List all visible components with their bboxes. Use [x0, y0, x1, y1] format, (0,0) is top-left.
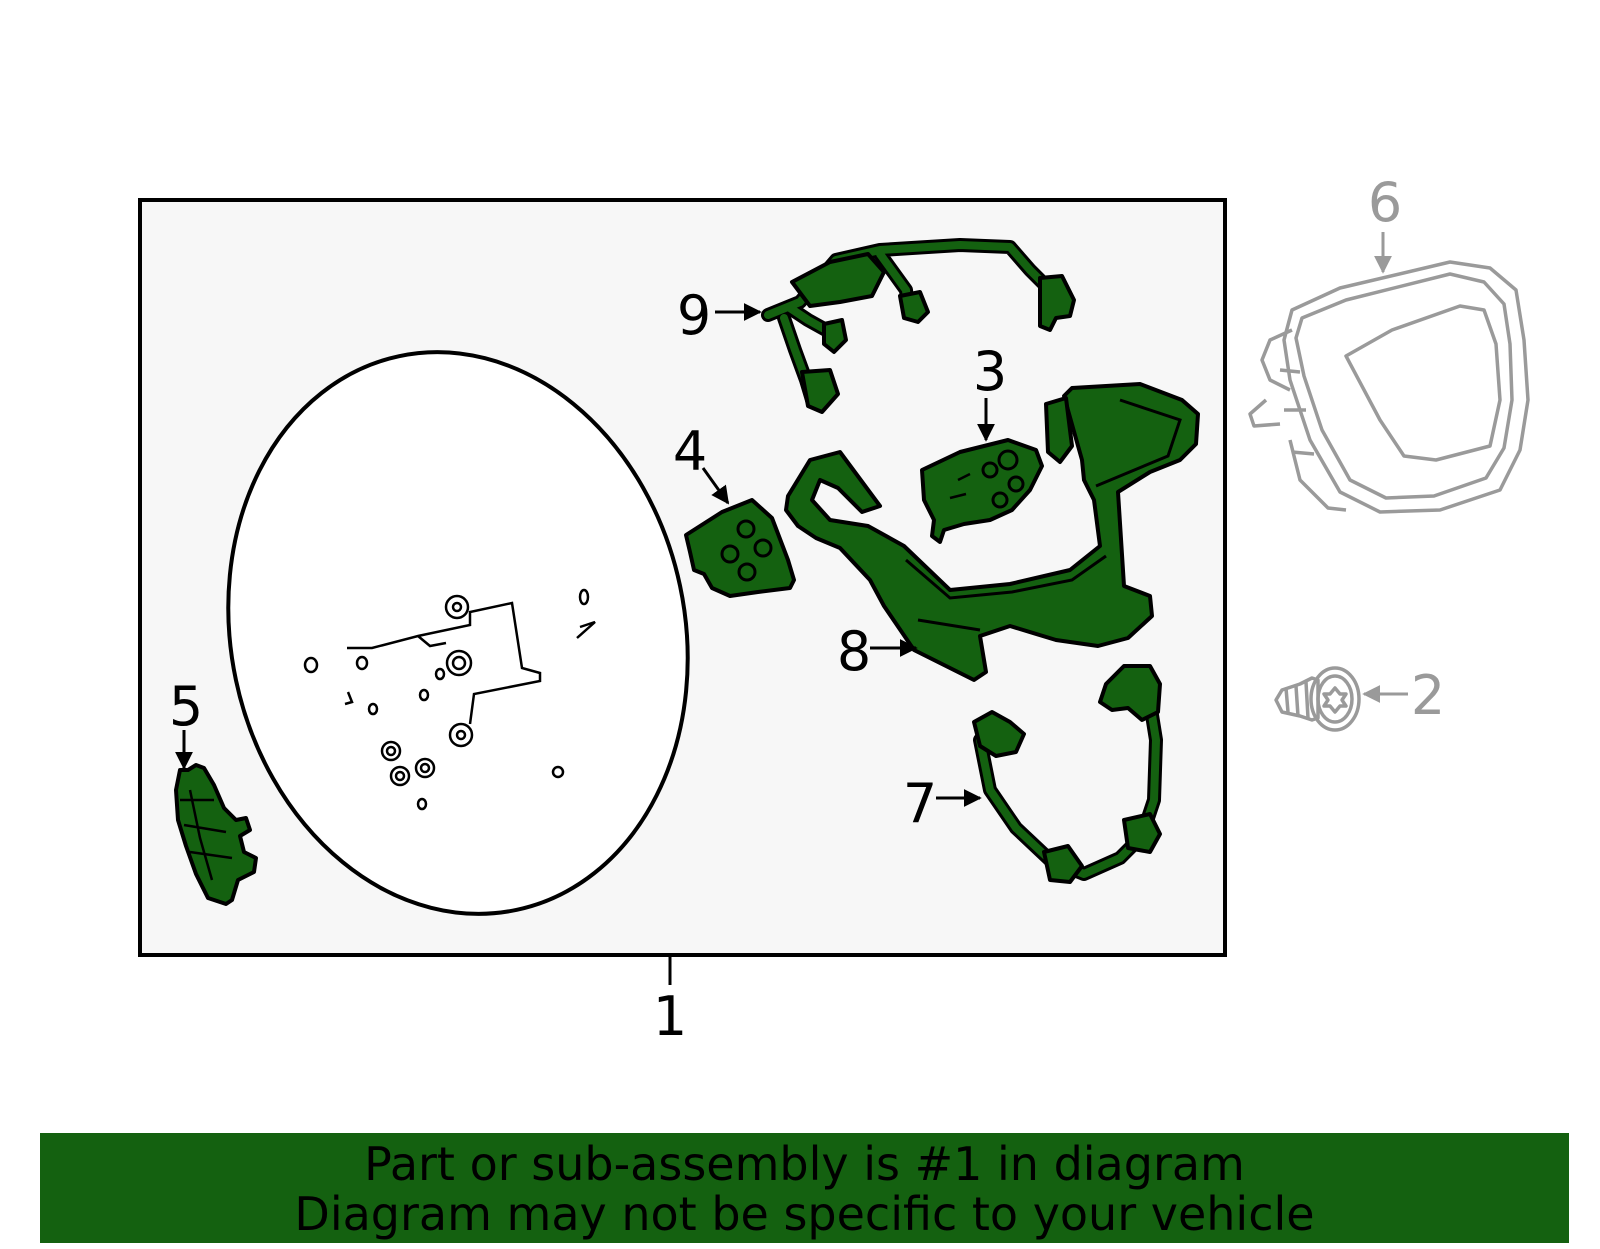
- part-9-wiring-harness[interactable]: [761, 238, 1076, 414]
- callout-7-label: 7: [903, 772, 937, 835]
- part-8-trim-bezel[interactable]: [784, 382, 1200, 682]
- info-banner: Part or sub-assembly is #1 in diagram Di…: [40, 1133, 1569, 1243]
- steering-wheel-body[interactable]: [177, 309, 739, 957]
- part-4-switch[interactable]: [684, 498, 796, 598]
- callout-5-label: 5: [169, 675, 203, 738]
- part-6-airbag-module[interactable]: [1248, 260, 1530, 514]
- callout-2-label: 2: [1411, 664, 1445, 727]
- banner-line-2: Diagram may not be specific to your vehi…: [294, 1187, 1315, 1241]
- callout-9-label: 9: [677, 284, 711, 347]
- callout-8-label: 8: [837, 620, 871, 683]
- banner-line-1: Part or sub-assembly is #1 in diagram: [364, 1137, 1245, 1191]
- callout-6-label: 6: [1368, 171, 1402, 234]
- part-2-bolt[interactable]: [1274, 666, 1361, 732]
- part-3-switch[interactable]: [920, 438, 1044, 544]
- callout-3-label: 3: [973, 340, 1007, 403]
- part-5-clock-spring[interactable]: [174, 763, 258, 906]
- callout-4-leader: [701, 467, 730, 505]
- part-7-wiring-harness[interactable]: [972, 664, 1163, 884]
- callout-1-label: 1: [653, 985, 687, 1048]
- callout-4-label: 4: [673, 420, 707, 483]
